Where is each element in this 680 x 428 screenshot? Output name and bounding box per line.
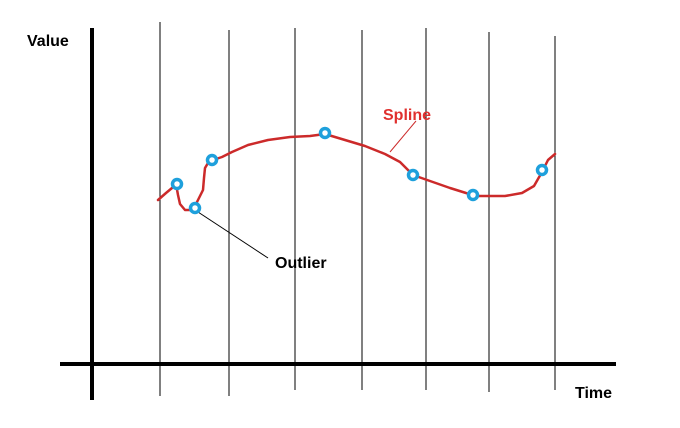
data-point bbox=[535, 163, 549, 177]
data-points bbox=[170, 126, 549, 215]
data-point bbox=[170, 177, 184, 191]
outlier-label: Outlier bbox=[275, 255, 327, 272]
time-gridlines bbox=[159, 22, 556, 396]
outlier-leader-line bbox=[197, 211, 269, 259]
outlier-point bbox=[188, 201, 202, 215]
data-point bbox=[466, 188, 480, 202]
y-axis-label: Value bbox=[27, 33, 69, 50]
data-point bbox=[205, 153, 219, 167]
spline-curve bbox=[156, 132, 557, 212]
spline-label: Spline bbox=[383, 107, 431, 124]
x-axis-label: Time bbox=[575, 385, 612, 402]
data-point bbox=[318, 126, 332, 140]
data-point bbox=[406, 168, 420, 182]
spline-leader-line bbox=[389, 120, 417, 153]
